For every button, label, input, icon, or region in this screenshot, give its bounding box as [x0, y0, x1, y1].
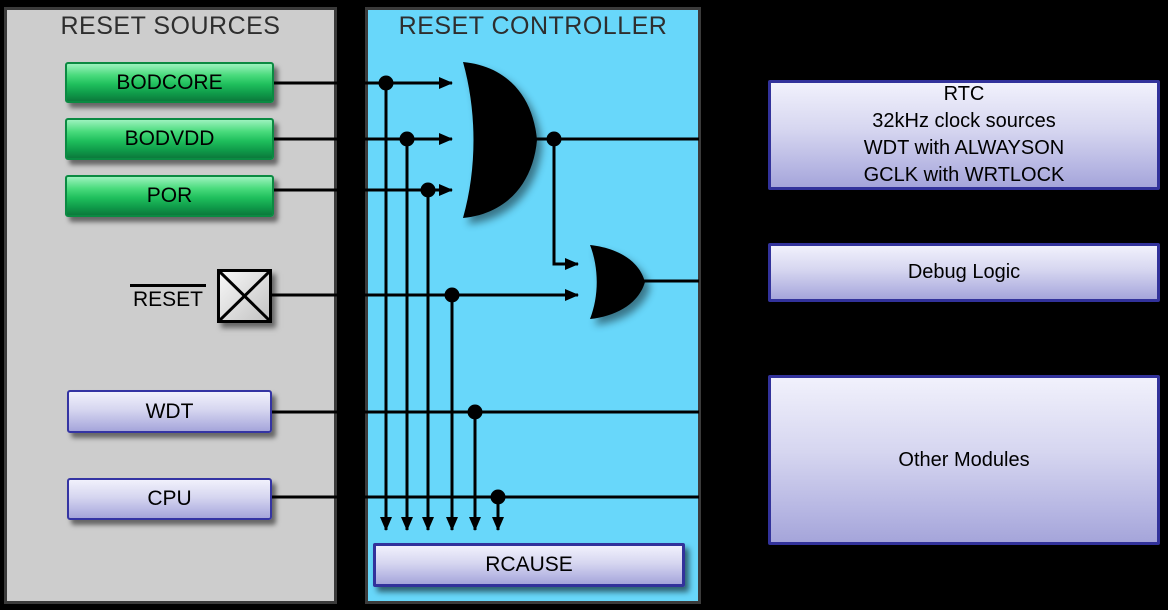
junction-dot [490, 489, 506, 505]
rcause-label: RCAUSE [485, 553, 573, 576]
wire-gate1-to-gate2 [552, 139, 579, 270]
por-label: POR [146, 184, 193, 207]
reset-controller-title: RESET CONTROLLER [398, 12, 668, 40]
debug-logic-block: Debug Logic [768, 243, 1160, 302]
rtc-group-line: 32kHz clock sources [872, 110, 1056, 132]
reset-controller-panel [365, 7, 701, 604]
junction-dot [399, 131, 415, 147]
bodvdd-block: BODVDD [65, 118, 274, 160]
other-modules-label: Other Modules [898, 448, 1030, 471]
junction-dot [420, 182, 436, 198]
bodcore-block: BODCORE [65, 62, 274, 103]
junction-dot [467, 404, 483, 420]
rcause-block: RCAUSE [373, 543, 685, 587]
junction-dot [378, 75, 394, 91]
reset-pin-label: RESET [130, 284, 206, 312]
cpu-block: CPU [67, 478, 272, 520]
rtc-group-line: GCLK with WRTLOCK [863, 164, 1065, 186]
bodcore-label: BODCORE [116, 70, 223, 94]
pad-cross-icon [218, 270, 271, 322]
reset-pad-icon [217, 269, 272, 323]
bodvdd-label: BODVDD [124, 127, 215, 150]
or-gate-large-icon [463, 62, 537, 218]
por-block: POR [65, 175, 274, 217]
wdt-block: WDT [67, 390, 272, 433]
reset-sources-title: RESET SOURCES [60, 12, 281, 40]
debug-logic-label: Debug Logic [907, 261, 1021, 283]
rtc-group-line: WDT with ALWAYSON [863, 137, 1065, 159]
cpu-label: CPU [147, 487, 192, 510]
rtc-group-block: RTC 32kHz clock sources WDT with ALWAYSO… [768, 80, 1160, 190]
other-modules-block: Other Modules [768, 375, 1160, 545]
junction-dot [444, 287, 460, 303]
junction-dot [546, 131, 562, 147]
wdt-label: WDT [145, 399, 194, 423]
or-gate-small-icon [590, 245, 645, 319]
rtc-group-line: RTC [943, 83, 985, 105]
